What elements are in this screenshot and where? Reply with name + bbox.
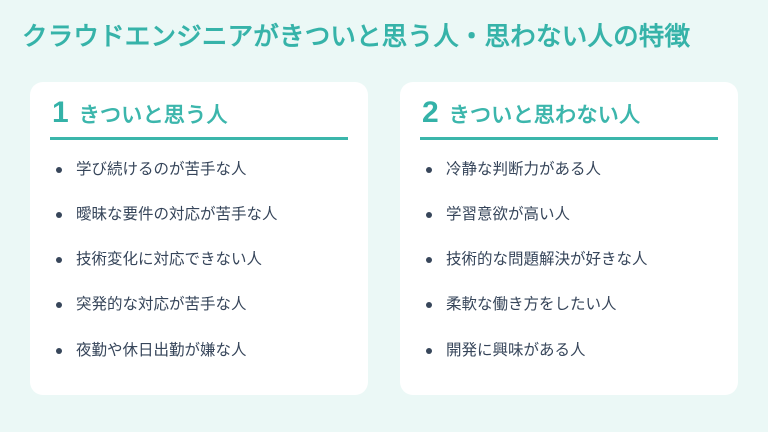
list-item-label: 曖昧な要件の対応が苦手な人 <box>76 206 278 224</box>
list-item-label: 学習意欲が高い人 <box>446 206 571 224</box>
list-item: 曖昧な要件の対応が苦手な人 <box>54 205 350 225</box>
bullet-icon <box>426 257 432 264</box>
card-number-badge: 2 <box>422 96 439 129</box>
bullet-icon <box>56 302 62 309</box>
list-item: 開発に興味がある人 <box>424 341 720 361</box>
list-item: 技術変化に対応できない人 <box>54 250 350 270</box>
list-item: 学び続けるのが苦手な人 <box>54 160 350 180</box>
list-item-label: 技術変化に対応できない人 <box>76 251 263 269</box>
card-item-list: 学び続けるのが苦手な人 曖昧な要件の対応が苦手な人 技術変化に対応できない人 突… <box>48 140 350 361</box>
bullet-icon <box>426 302 432 309</box>
list-item-label: 夜勤や休日出勤が嫌な人 <box>76 341 247 359</box>
card-number-badge: 1 <box>52 96 69 129</box>
card-item-list: 冷静な判断力がある人 学習意欲が高い人 技術的な問題解決が好きな人 柔軟な働き方… <box>418 140 720 361</box>
card-header: 2 きついと思わない人 <box>420 98 718 140</box>
list-item: 技術的な問題解決が好きな人 <box>424 250 720 270</box>
bullet-icon <box>426 347 432 354</box>
list-item: 学習意欲が高い人 <box>424 205 720 225</box>
bullet-icon <box>56 167 62 173</box>
list-item-label: 学び続けるのが苦手な人 <box>76 161 247 178</box>
list-item: 夜勤や休日出勤が嫌な人 <box>54 341 350 361</box>
list-item-label: 技術的な問題解決が好きな人 <box>446 251 648 269</box>
cards-container: 1 きついと思う人 学び続けるのが苦手な人 曖昧な要件の対応が苦手な人 技術変化… <box>30 82 738 395</box>
bullet-icon <box>56 257 62 264</box>
card-kitsui-to-omowanai-hito: 2 きついと思わない人 冷静な判断力がある人 学習意欲が高い人 技術的な問題解決… <box>400 82 738 395</box>
bullet-icon <box>56 212 62 219</box>
card-header: 1 きついと思う人 <box>50 98 348 140</box>
list-item: 冷静な判断力がある人 <box>424 160 720 180</box>
card-kitsui-to-omou-hito: 1 きついと思う人 学び続けるのが苦手な人 曖昧な要件の対応が苦手な人 技術変化… <box>30 82 368 395</box>
list-item-label: 冷静な判断力がある人 <box>446 161 602 178</box>
list-item: 突発的な対応が苦手な人 <box>54 295 350 315</box>
card-title: きついと思う人 <box>78 104 228 127</box>
bullet-icon <box>56 347 62 354</box>
card-title: きついと思わない人 <box>448 104 641 127</box>
bullet-icon <box>426 212 432 219</box>
list-item-label: 柔軟な働き方をしたい人 <box>446 296 617 314</box>
page-title: クラウドエンジニアがきついと思う人・思わない人の特徴 <box>22 23 691 51</box>
list-item: 柔軟な働き方をしたい人 <box>424 295 720 315</box>
bullet-icon <box>426 167 432 173</box>
list-item-label: 開発に興味がある人 <box>446 341 586 359</box>
list-item-label: 突発的な対応が苦手な人 <box>76 296 247 314</box>
